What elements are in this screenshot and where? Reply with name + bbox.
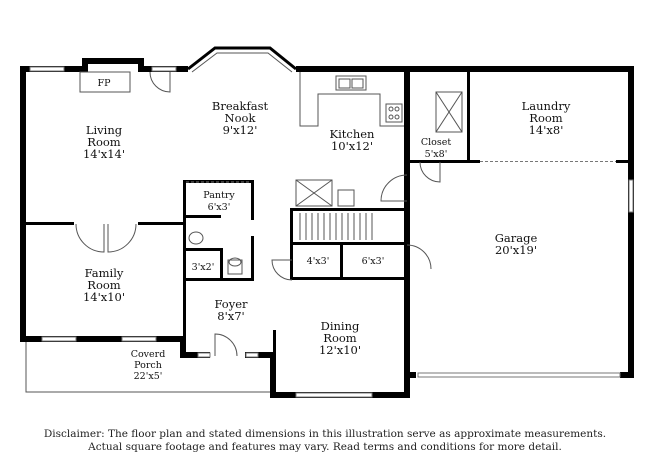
covered-porch-name-line2: Porch bbox=[134, 360, 162, 371]
family-room-name-line2: Room bbox=[87, 278, 121, 292]
disclaimer-line-2: Actual square footage and features may v… bbox=[88, 441, 562, 453]
foyer-size: 8'x7' bbox=[217, 309, 244, 323]
kitchen-name: Kitchen bbox=[330, 127, 376, 141]
breakfast-nook-name-line1: Breakfast bbox=[212, 99, 269, 113]
disclaimer-line-1: Disclaimer: The floor plan and stated di… bbox=[43, 428, 607, 440]
closet-x bbox=[435, 91, 463, 133]
living-room-name-line1: Living bbox=[86, 123, 123, 137]
stair-closet-a-size: 4'x3' bbox=[307, 256, 330, 267]
foyer-name: Foyer bbox=[214, 297, 248, 311]
fireplace-label: FP bbox=[98, 78, 112, 89]
pantry-size: 6'x3' bbox=[208, 202, 231, 213]
closet-size: 5'x8' bbox=[425, 149, 448, 160]
laundry-room-size: 14'x8' bbox=[529, 123, 564, 137]
dining-room-size: 12'x10' bbox=[319, 343, 361, 357]
dining-room-name-line2: Room bbox=[323, 331, 357, 345]
windows bbox=[29, 66, 634, 398]
family-room-name-line1: Family bbox=[85, 266, 124, 280]
stair-closet-b-size: 6'x3' bbox=[362, 256, 385, 267]
living-room-name-line2: Room bbox=[87, 135, 121, 149]
laundry-room-name-line2: Room bbox=[529, 111, 563, 125]
bath-size: 3'x2' bbox=[192, 262, 215, 273]
disclaimer: Disclaimer: The floor plan and stated di… bbox=[0, 428, 650, 454]
doors bbox=[25, 71, 441, 393]
interior-walls bbox=[26, 66, 628, 354]
room-labels: FP Breakfast Nook 9'x12' Living Room 14'… bbox=[83, 78, 571, 382]
kitchen-size: 10'x12' bbox=[331, 139, 373, 153]
garage-name: Garage bbox=[495, 231, 538, 245]
pantry-name: Pantry bbox=[203, 190, 235, 201]
staircase bbox=[295, 179, 373, 240]
fireplace bbox=[79, 71, 131, 93]
kitchen-counters bbox=[299, 72, 404, 127]
living-room-size: 14'x14' bbox=[83, 147, 125, 161]
breakfast-nook-name-line2: Nook bbox=[225, 111, 257, 125]
closet-name: Closet bbox=[421, 137, 452, 148]
garage-size: 20'x19' bbox=[495, 243, 537, 257]
bay-window bbox=[187, 46, 297, 73]
breakfast-nook-size: 9'x12' bbox=[223, 123, 258, 137]
dining-room-name-line1: Dining bbox=[321, 319, 360, 333]
laundry-room-name-line1: Laundry bbox=[522, 99, 571, 113]
covered-porch-size: 22'x5' bbox=[134, 371, 163, 382]
family-room-size: 14'x10' bbox=[83, 290, 125, 304]
covered-porch-name-line1: Coverd bbox=[131, 349, 166, 360]
